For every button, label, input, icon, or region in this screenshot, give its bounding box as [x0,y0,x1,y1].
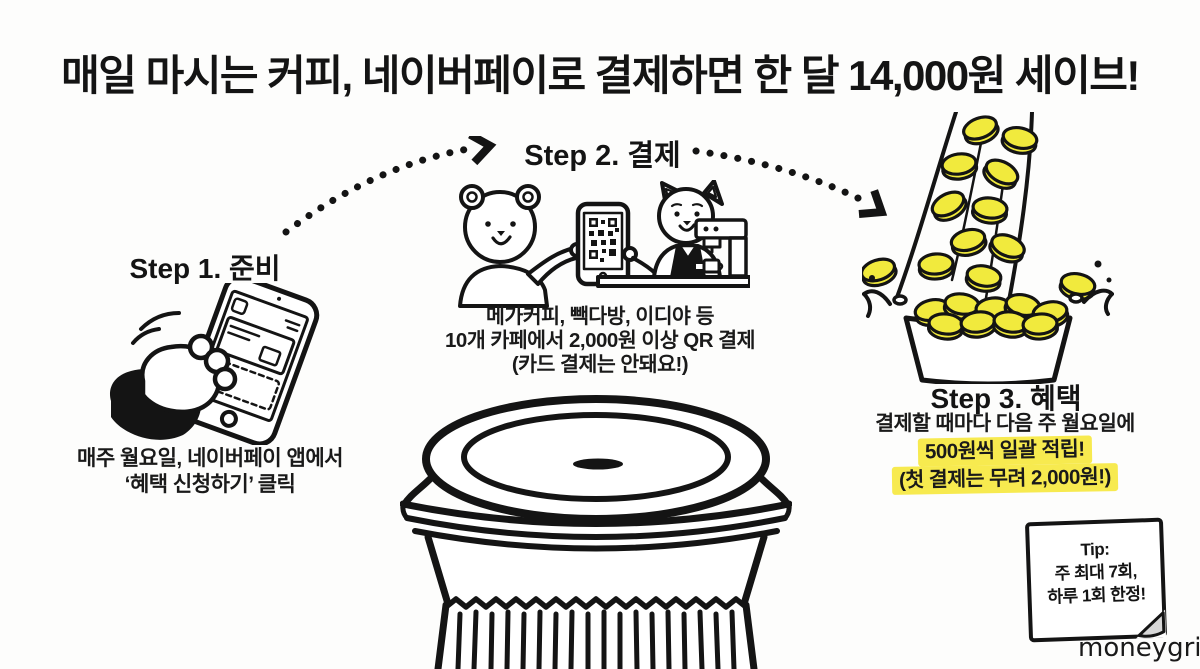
step2-caption: 메가커피, 빽다방, 이디야 등 10개 카페에서 2,000원 이상 QR 결… [415,305,785,377]
folded-corner-icon [1136,609,1167,639]
caption-line: 결제할 때마다 다음 주 월요일에 [875,412,1135,435]
paw-tapping-phone-icon [109,283,320,445]
dotted-arrow-step1-to-step2 [282,136,497,236]
dotted-arrow-step2-to-step3 [692,147,888,219]
step1-caption: 매주 월요일, 네이버페이 앱에서 ‘혜택 신청하기’ 클릭 [50,446,370,498]
step1-label: Step 1. 준비 [129,253,281,284]
falling-coins [862,115,1097,301]
counter [596,275,750,288]
step2-label: Step 2. 결제 [524,140,681,172]
step3-caption: 결제할 때마다 다음 주 월요일에 500원씩 일괄 적립! (첫 결제는 무려… [845,410,1165,495]
highlighted-text: 500원씩 일괄 적립! [917,435,1093,467]
tip-text: Tip: 주 최대 7회, 하루 1회 한정! [1030,536,1162,609]
caption-line: 메가커피, 빽다방, 이디야 등 [486,305,714,328]
caption-line: 500원씩 일괄 적립! [845,435,1165,467]
highlighted-text: (첫 결제는 무려 2,000원!) [891,463,1119,495]
caption-line: 10개 카페에서 2,000원 이상 QR 결제 [445,329,755,352]
coins-pouring-into-cup-icon [862,112,1114,384]
tip-line: 하루 1회 한정! [1047,584,1146,607]
step3-label: Step 3. 혜택 [930,383,1082,414]
caption-line: ‘혜택 신청하기’ 클릭 [124,473,296,496]
bear-paying-barista-icon [458,180,750,308]
espresso-machine-icon [694,218,748,278]
qr-code-phone [575,201,631,287]
bear-paw [109,311,238,440]
caption-line: 매주 월요일, 네이버페이 앱에서 [77,447,344,470]
coin-pile [913,292,1070,341]
cup-sleeve-ribs [455,609,737,669]
apron [670,246,706,277]
tip-note: Tip: 주 최대 7회, 하루 1회 한정! [1024,517,1168,643]
watermark: moneygrit [1078,633,1200,663]
caption-line: (카드 결제는 안돼요!) [511,353,689,376]
bear-customer [458,184,585,308]
splash [862,260,1114,318]
page-title: 매일 마시는 커피, 네이버페이로 결제하면 한 달 14,000원 세이브! [61,52,1140,99]
caption-line: (첫 결제는 무려 2,000원!) [845,463,1165,495]
takeaway-coffee-cup-icon [400,395,792,669]
